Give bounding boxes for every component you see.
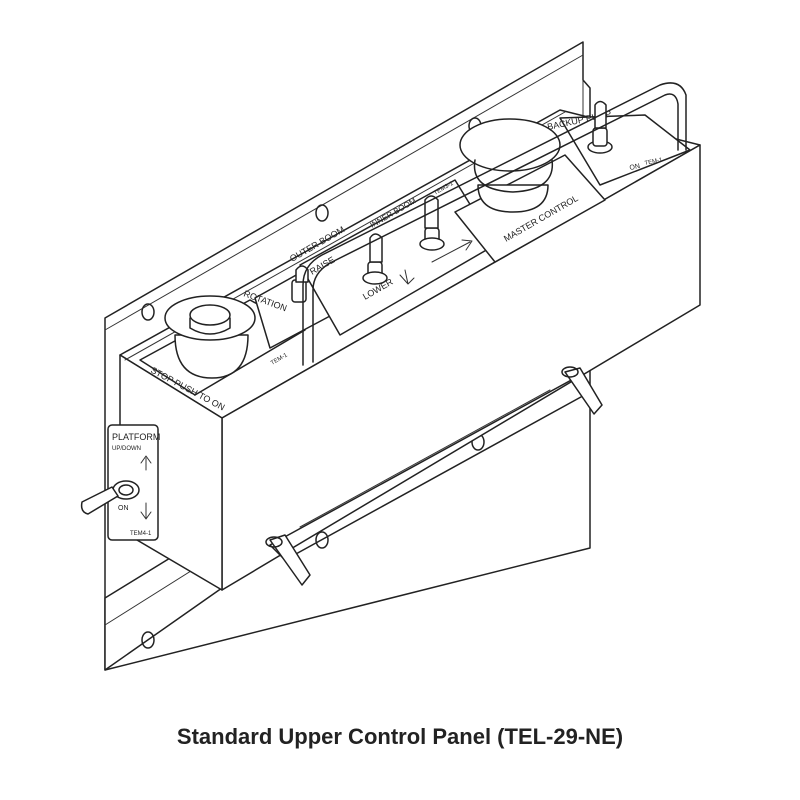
mounting-hole <box>315 204 329 222</box>
handle-clamp[interactable] <box>265 534 311 586</box>
figure-caption: Standard Upper Control Panel (TEL-29-NE) <box>176 724 624 749</box>
control-panel-diagram: STOP PUSH TO ON TEM-1 ROTATION OUTER BOO… <box>80 41 701 671</box>
stop-mushroom-button[interactable] <box>164 295 256 379</box>
platform-label: PLATFORM <box>112 432 160 442</box>
front-grab-handle <box>265 366 603 586</box>
on-label: ON <box>629 163 641 172</box>
guard-rail <box>302 82 687 366</box>
platform-plate-id: TEM4-1 <box>130 531 152 537</box>
mounting-hole <box>315 531 329 549</box>
arrow-right-icon <box>431 239 473 263</box>
inner-boom-toggle[interactable] <box>419 195 445 251</box>
arrow-down-icon <box>399 269 415 285</box>
arrow-down-icon <box>140 502 152 520</box>
mounting-hole <box>141 631 155 649</box>
platform-toggle[interactable] <box>80 480 140 515</box>
mounting-hole <box>141 303 155 321</box>
on-label: ON <box>118 505 129 512</box>
arrow-up-icon <box>140 455 152 471</box>
master-control-button[interactable] <box>459 118 561 213</box>
up-down-label: UP/DOWN <box>112 446 141 452</box>
handle-clamp[interactable] <box>561 366 603 415</box>
tem-plate-id: TEM-1 <box>644 157 664 167</box>
